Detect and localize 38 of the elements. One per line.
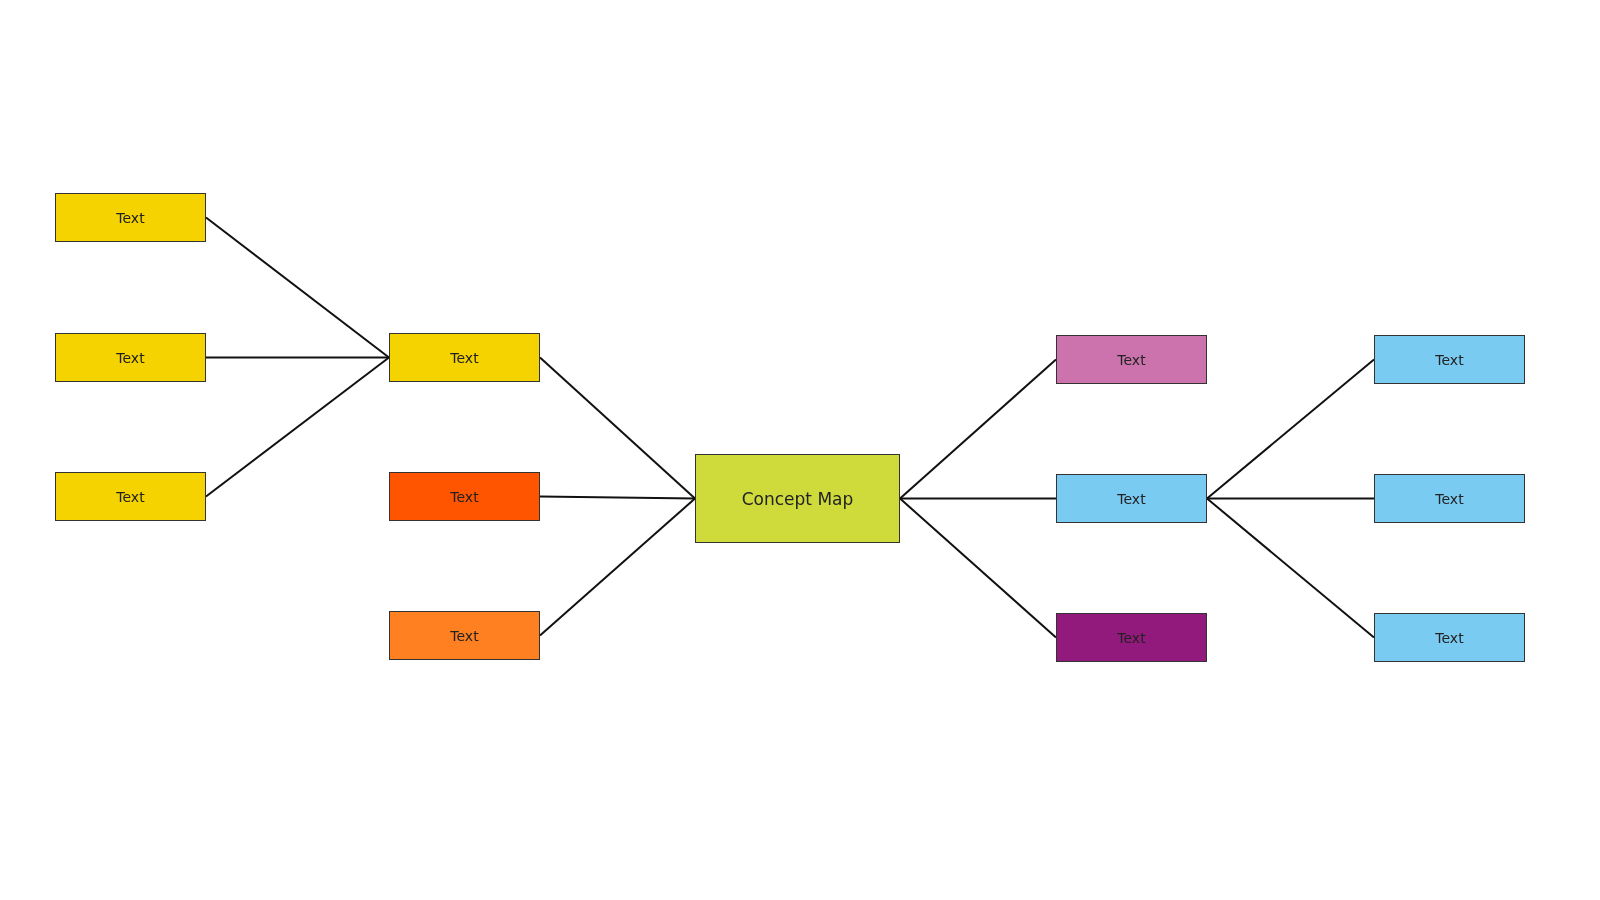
connector-line [899,497,1057,500]
connector-line [205,356,390,498]
node-label: Text [450,627,479,644]
central-topic-box [695,454,900,543]
node-label: Text [116,488,145,505]
node-label: Text [1117,490,1146,507]
node-label: Text [450,488,479,505]
connector-line [899,358,1057,500]
connector-line [205,356,390,359]
connector-line [539,356,696,500]
topic-box [389,611,540,660]
topic-box [1374,474,1525,523]
topic-box [389,472,540,521]
connector-line [1206,497,1375,639]
topic-box [1056,474,1207,523]
node-label: Text [1435,490,1464,507]
connector-line [539,497,696,637]
connector-line [205,216,390,359]
topic-box [55,333,206,382]
topic-box [1374,335,1525,384]
topic-box [389,333,540,382]
connector-line [899,497,1057,639]
connector-line [1206,497,1375,500]
topic-box [1056,613,1207,662]
node-label: Text [116,349,145,366]
node-label: Text [1117,629,1146,646]
node-label: Text [1435,629,1464,646]
topic-box [1056,335,1207,384]
node-label: Concept Map [741,488,854,509]
node-label: Text [1435,351,1464,368]
node-label: Text [1117,351,1146,368]
connector-line [539,495,696,500]
topic-box [1374,613,1525,662]
connector-line [1206,358,1375,500]
node-label: Text [116,209,145,226]
topic-box [55,472,206,521]
node-label: Text [450,349,479,366]
topic-box [55,193,206,242]
